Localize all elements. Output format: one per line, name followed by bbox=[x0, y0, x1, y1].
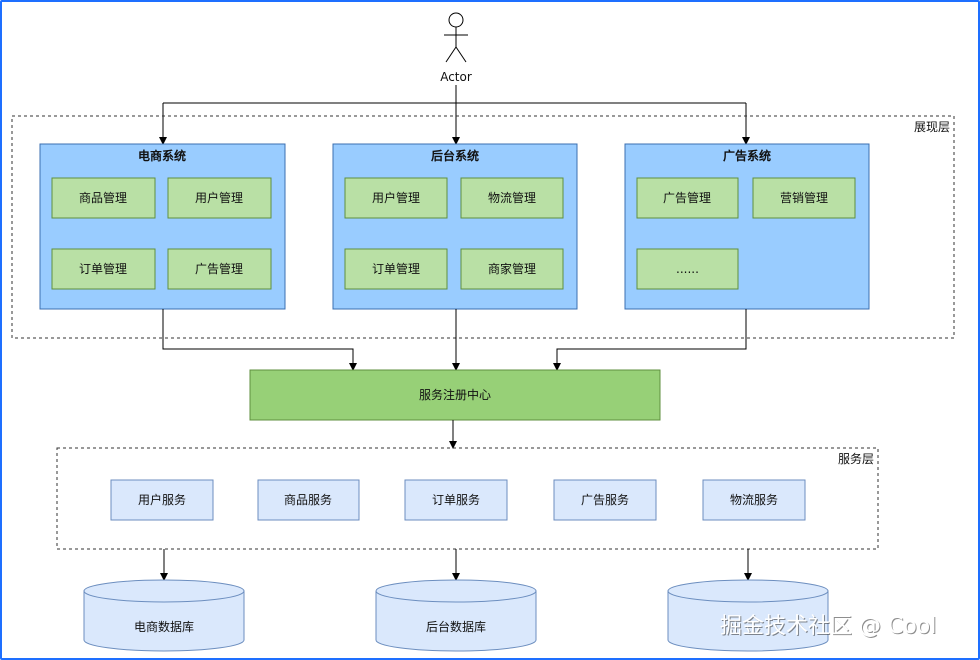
presentation-layer-box bbox=[11, 115, 955, 339]
module-box[interactable] bbox=[167, 248, 272, 290]
system-backend[interactable]: 后台系统 用户管理 物流管理 订单管理 商家管理 bbox=[332, 143, 578, 310]
module-box[interactable] bbox=[752, 177, 856, 219]
service-label: 广告服务 bbox=[581, 492, 629, 507]
actor-figure bbox=[444, 12, 468, 63]
module-box[interactable] bbox=[51, 248, 156, 290]
module-label: 订单管理 bbox=[79, 261, 127, 276]
module-box[interactable] bbox=[460, 177, 564, 219]
database-advertising[interactable] bbox=[667, 579, 829, 652]
service-layer-label: 服务层 bbox=[838, 451, 874, 466]
database-label: 电商数据库 bbox=[134, 619, 194, 634]
module-box[interactable] bbox=[460, 248, 564, 290]
watermark-text: 掘金技术社区 @ Cool bbox=[720, 614, 936, 639]
service-registry-box[interactable] bbox=[249, 369, 661, 421]
service-layer-box bbox=[56, 447, 879, 550]
module-label: 订单管理 bbox=[372, 261, 420, 276]
actor-connectors bbox=[159, 85, 750, 145]
module-label: 商品管理 bbox=[79, 190, 127, 205]
database-backend[interactable]: 后台数据库 bbox=[375, 579, 537, 652]
actor-label: Actor bbox=[440, 70, 472, 84]
module-label: 广告管理 bbox=[663, 190, 711, 205]
database-ecommerce[interactable]: 电商数据库 bbox=[83, 579, 245, 652]
system-title: 后台系统 bbox=[431, 148, 479, 163]
module-box[interactable] bbox=[167, 177, 272, 219]
watermark-shadow: 掘金技术社区 @ Cool bbox=[721, 615, 937, 640]
service-label: 商品服务 bbox=[284, 492, 332, 507]
service-box[interactable] bbox=[404, 479, 508, 521]
service-label: 订单服务 bbox=[432, 492, 480, 507]
module-box[interactable] bbox=[344, 177, 448, 219]
module-label: 用户管理 bbox=[195, 190, 243, 205]
service-registry-label: 服务注册中心 bbox=[419, 387, 491, 402]
system-ecommerce[interactable]: 电商系统 商品管理 用户管理 订单管理 广告管理 bbox=[39, 143, 286, 310]
module-box[interactable] bbox=[636, 248, 739, 290]
service-box[interactable] bbox=[702, 479, 806, 521]
database-label: 后台数据库 bbox=[426, 619, 486, 634]
presentation-layer-label: 展现层 bbox=[914, 120, 950, 134]
module-label: 商家管理 bbox=[488, 261, 536, 276]
module-label: 营销管理 bbox=[780, 190, 828, 205]
system-title: 电商系统 bbox=[138, 148, 186, 163]
service-label: 用户服务 bbox=[138, 492, 186, 507]
module-label: 用户管理 bbox=[372, 190, 420, 205]
module-label: 广告管理 bbox=[195, 261, 243, 276]
service-box[interactable] bbox=[553, 479, 657, 521]
service-box[interactable] bbox=[110, 479, 214, 521]
system-connectors bbox=[162, 309, 747, 371]
system-advertising[interactable]: 广告系统 广告管理 营销管理 ...... bbox=[624, 143, 870, 310]
database-connectors bbox=[160, 549, 752, 581]
module-box[interactable] bbox=[344, 248, 448, 290]
module-label: ...... bbox=[676, 262, 699, 276]
module-box[interactable] bbox=[51, 177, 156, 219]
service-label: 物流服务 bbox=[730, 492, 778, 507]
module-box[interactable] bbox=[636, 177, 739, 219]
module-label: 物流管理 bbox=[488, 190, 536, 205]
system-title: 广告系统 bbox=[723, 148, 771, 163]
service-box[interactable] bbox=[257, 479, 360, 521]
